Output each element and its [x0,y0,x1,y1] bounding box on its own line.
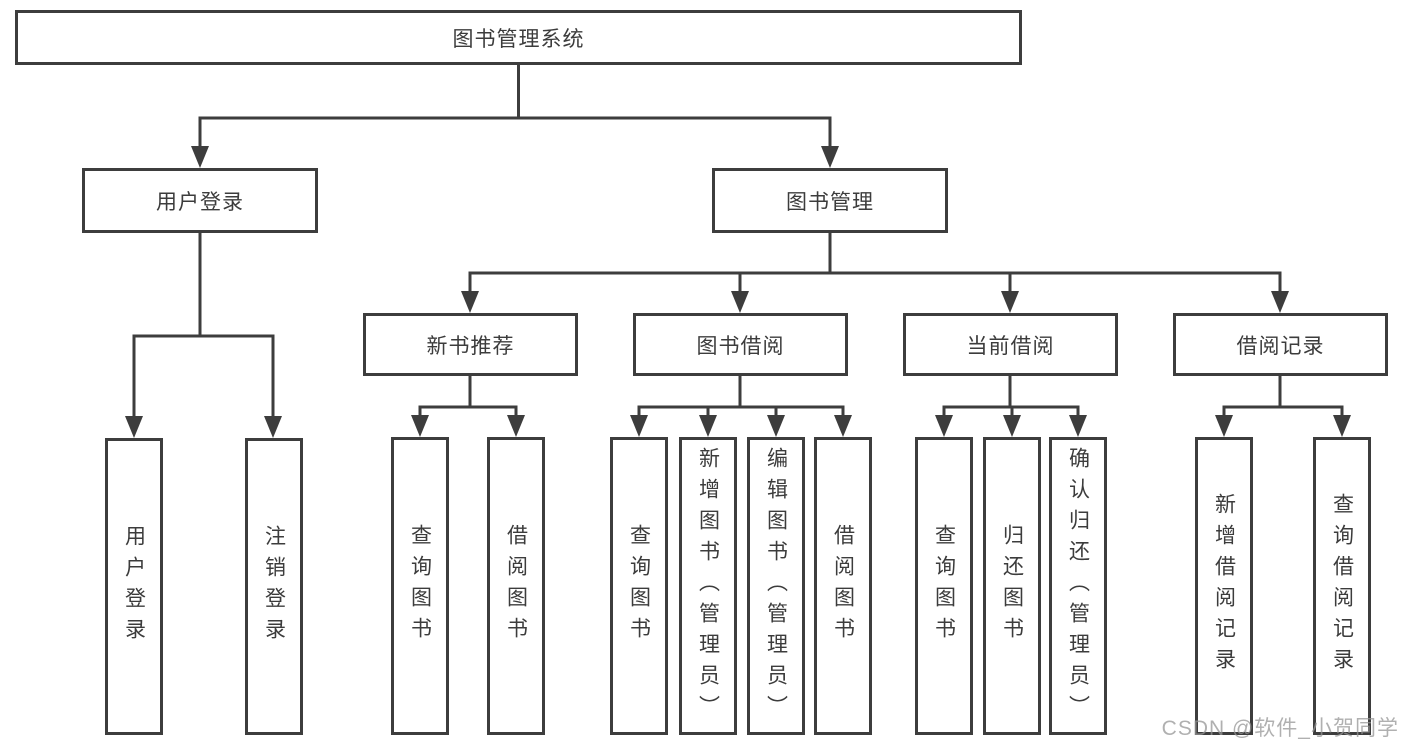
node-label: 归还图书 [1000,524,1024,648]
leaf-return-books: 归还图书 [983,437,1041,735]
node-label: 图书借阅 [696,334,785,358]
node-label: 编辑图书（管理员） [764,446,788,726]
node-label: 查询图书 [627,524,651,648]
leaf-query-books-recommend: 查询图书 [391,437,449,735]
node-label: 图书管理 [786,190,874,214]
node-label: 借阅图书 [831,524,855,648]
node-current-borrowing: 当前借阅 [903,313,1118,376]
node-borrowing-records: 借阅记录 [1173,313,1388,376]
node-label: 查询图书 [408,524,432,648]
leaf-query-books-borrow: 查询图书 [610,437,668,735]
leaf-logout: 注销登录 [245,438,303,735]
leaf-add-borrow-record: 新增借阅记录 [1195,437,1253,735]
node-label: 确认归还（管理员） [1066,446,1090,726]
node-label: 用户登录 [122,524,146,649]
csdn-watermark: CSDN @软件_小贺同学 [1161,717,1399,740]
node-label: 新增图书（管理员） [696,446,720,726]
node-book-management: 图书管理 [712,168,948,233]
leaf-user-login: 用户登录 [105,438,163,735]
leaf-add-book-admin: 新增图书（管理员） [679,437,737,735]
node-library-management-system: 图书管理系统 [15,10,1022,65]
node-label: 新书推荐 [426,334,515,358]
leaf-confirm-return-admin: 确认归还（管理员） [1049,437,1107,735]
node-label: 借阅记录 [1236,334,1325,358]
leaf-edit-book-admin: 编辑图书（管理员） [747,437,805,735]
leaf-borrow-books: 借阅图书 [814,437,872,735]
node-book-borrowing: 图书借阅 [633,313,848,376]
node-label: 注销登录 [262,524,286,649]
leaf-query-books-current: 查询图书 [915,437,973,735]
node-label: 用户登录 [156,190,244,214]
node-label: 新增借阅记录 [1212,493,1236,679]
node-new-book-recommendation: 新书推荐 [363,313,578,376]
node-label: 查询借阅记录 [1330,493,1354,679]
leaf-borrow-books-recommend: 借阅图书 [487,437,545,735]
node-user-login: 用户登录 [82,168,318,233]
leaf-query-borrow-record: 查询借阅记录 [1313,437,1371,735]
node-label: 借阅图书 [504,524,528,648]
node-label: 查询图书 [932,524,956,648]
arrowheads [125,146,1351,438]
node-label: 当前借阅 [966,334,1055,358]
node-label: 图书管理系统 [452,27,585,51]
